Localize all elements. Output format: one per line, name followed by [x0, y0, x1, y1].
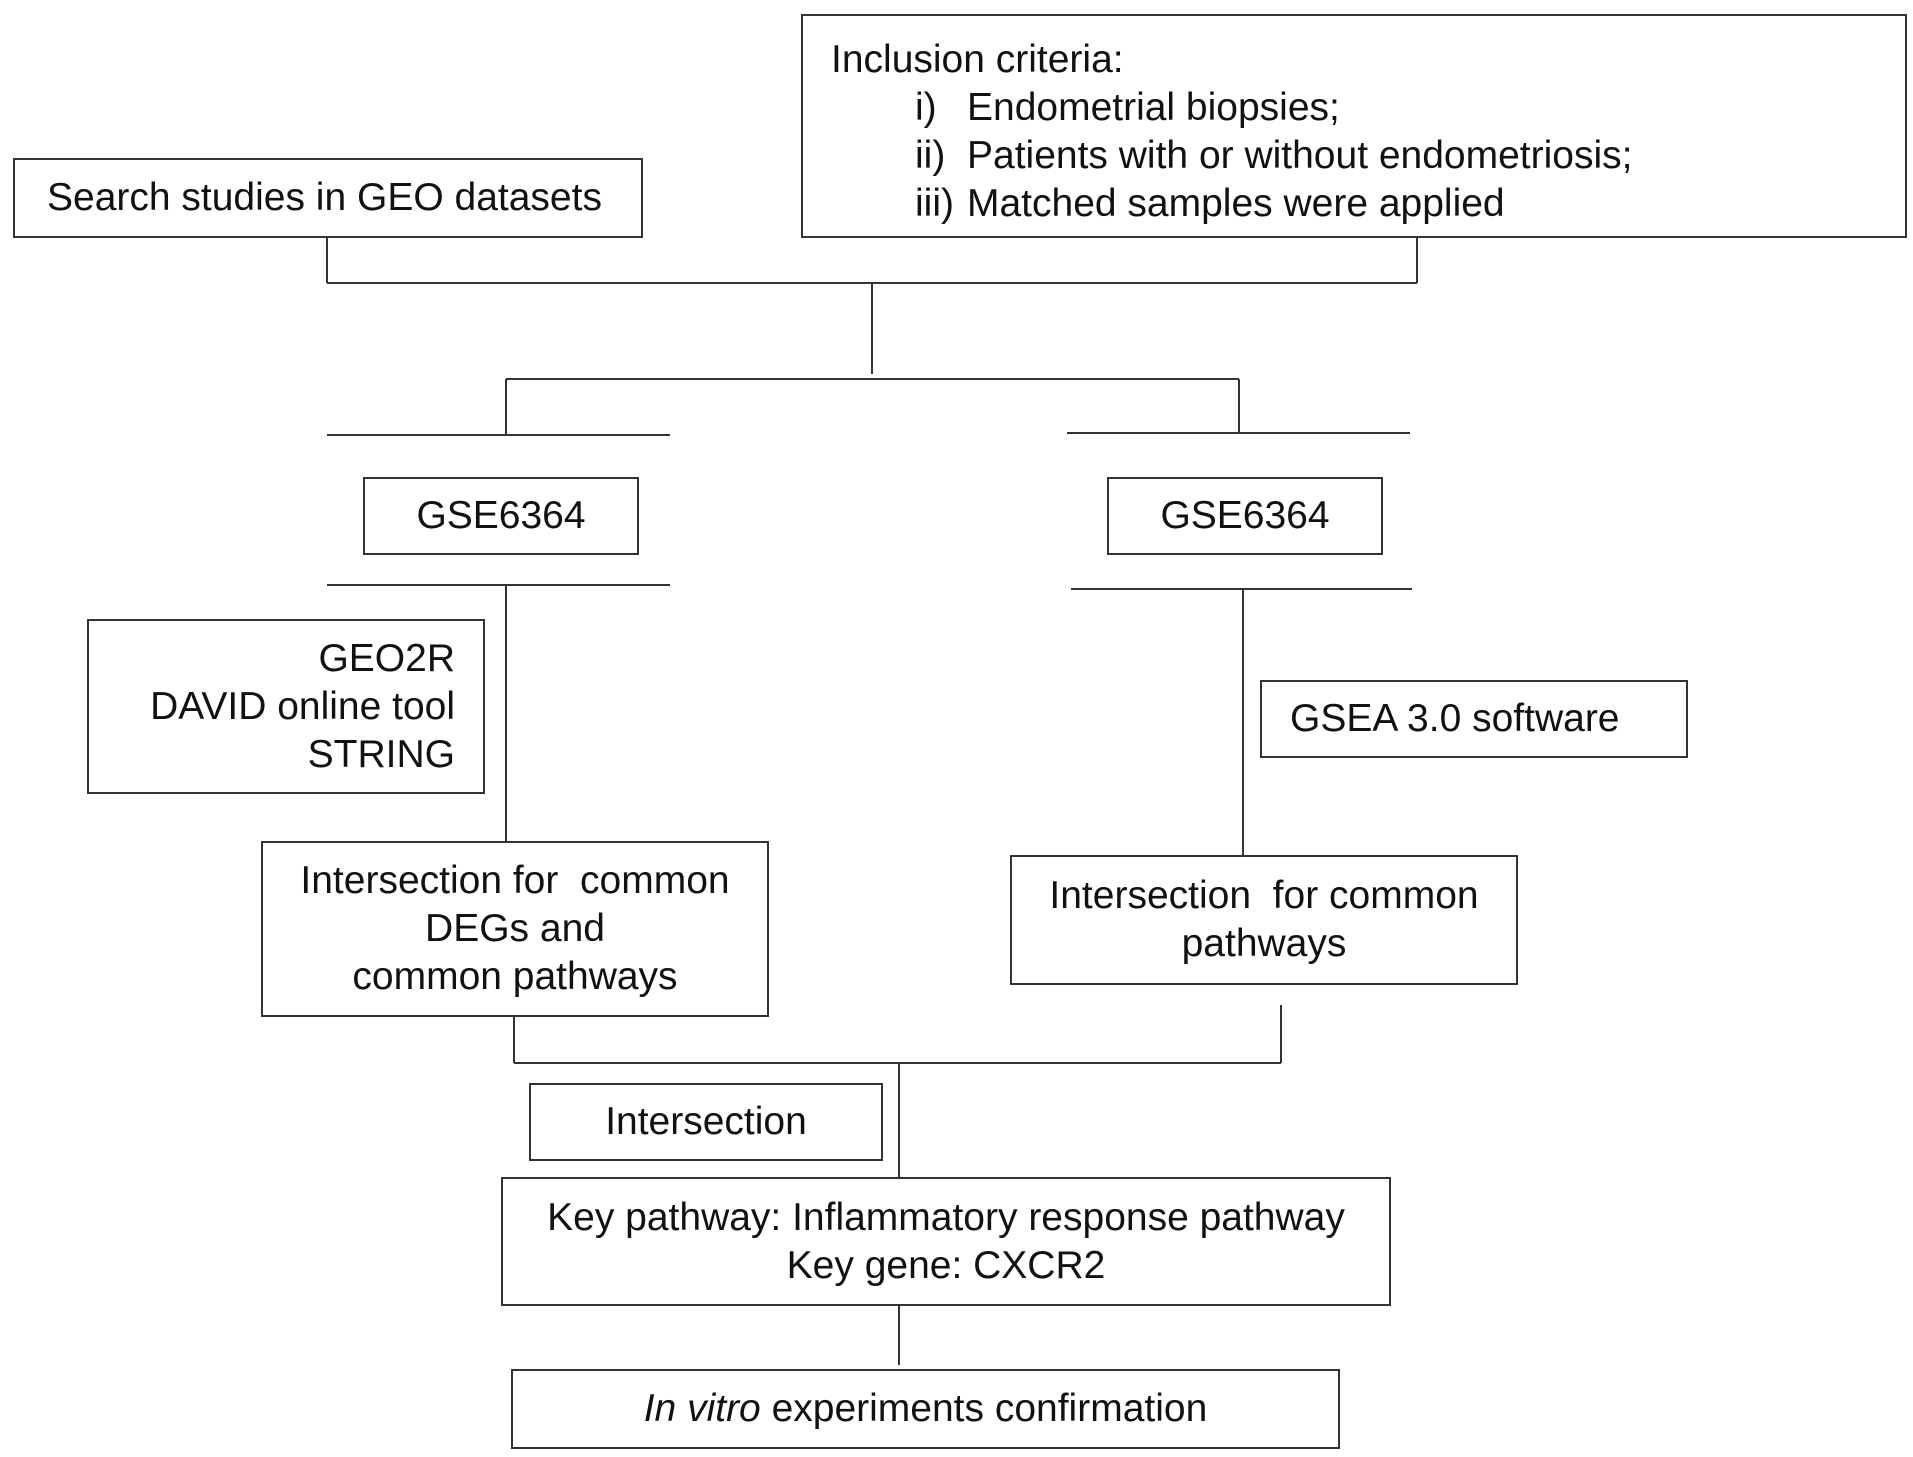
inclusion-item: iii) Matched samples were applied — [915, 180, 1905, 228]
inclusion-item-text: Patients with or without endometriosis; — [967, 134, 1633, 177]
tools-box: GEO2R DAVID online tool STRING — [87, 619, 485, 794]
inclusion-item-text: Endometrial biopsies; — [967, 86, 1340, 129]
left-dataset-box: GSE6364 — [363, 477, 639, 555]
inclusion-item-number: ii) — [915, 134, 946, 177]
search-studies-box: Search studies in GEO datasets — [13, 158, 643, 238]
right-intersection-line: pathways — [1181, 922, 1347, 965]
left-intersection-box: Intersection for common DEGs and common … — [261, 841, 769, 1017]
left-intersection-line: Intersection for common — [300, 859, 730, 902]
intersection-label: Intersection — [605, 1100, 807, 1143]
key-pathway-line: Key pathway: Inflammatory response pathw… — [547, 1195, 1345, 1239]
confirmation-rest: experiments confirmation — [760, 1387, 1208, 1430]
inclusion-item-text: Matched samples were applied — [967, 182, 1505, 225]
gsea-software-box: GSEA 3.0 software — [1260, 680, 1688, 758]
confirmation-box: In vitro experiments confirmation — [511, 1369, 1340, 1449]
left-dataset-label: GSE6364 — [416, 494, 586, 537]
tool-label: DAVID online tool — [150, 684, 455, 728]
inclusion-criteria-box: Inclusion criteria: i) Endometrial biops… — [801, 14, 1907, 238]
left-intersection-line: DEGs and — [425, 907, 605, 950]
key-pathway-box: Key pathway: Inflammatory response pathw… — [501, 1177, 1391, 1306]
inclusion-item: i) Endometrial biopsies; — [915, 84, 1905, 132]
search-studies-text: Search studies in GEO datasets — [47, 176, 602, 219]
right-intersection-line: Intersection for common — [1049, 874, 1479, 917]
right-dataset-label: GSE6364 — [1160, 494, 1330, 537]
gsea-software-label: GSEA 3.0 software — [1290, 697, 1620, 740]
confirmation-italic: In vitro — [643, 1387, 761, 1430]
left-intersection-line: common pathways — [352, 955, 678, 998]
inclusion-item-number: i) — [915, 86, 937, 129]
confirmation-text: In vitro experiments confirmation — [644, 1385, 1208, 1433]
inclusion-item-number: iii) — [915, 182, 954, 225]
tool-label: STRING — [307, 732, 455, 776]
tool-label: GEO2R — [318, 636, 455, 680]
inclusion-item: ii) Patients with or without endometrios… — [915, 132, 1905, 180]
right-dataset-box: GSE6364 — [1107, 477, 1383, 555]
right-intersection-box: Intersection for common pathways — [1010, 855, 1518, 985]
inclusion-criteria-title: Inclusion criteria: — [831, 38, 1124, 81]
key-gene-line: Key gene: CXCR2 — [786, 1243, 1106, 1287]
intersection-label-box: Intersection — [529, 1083, 883, 1161]
